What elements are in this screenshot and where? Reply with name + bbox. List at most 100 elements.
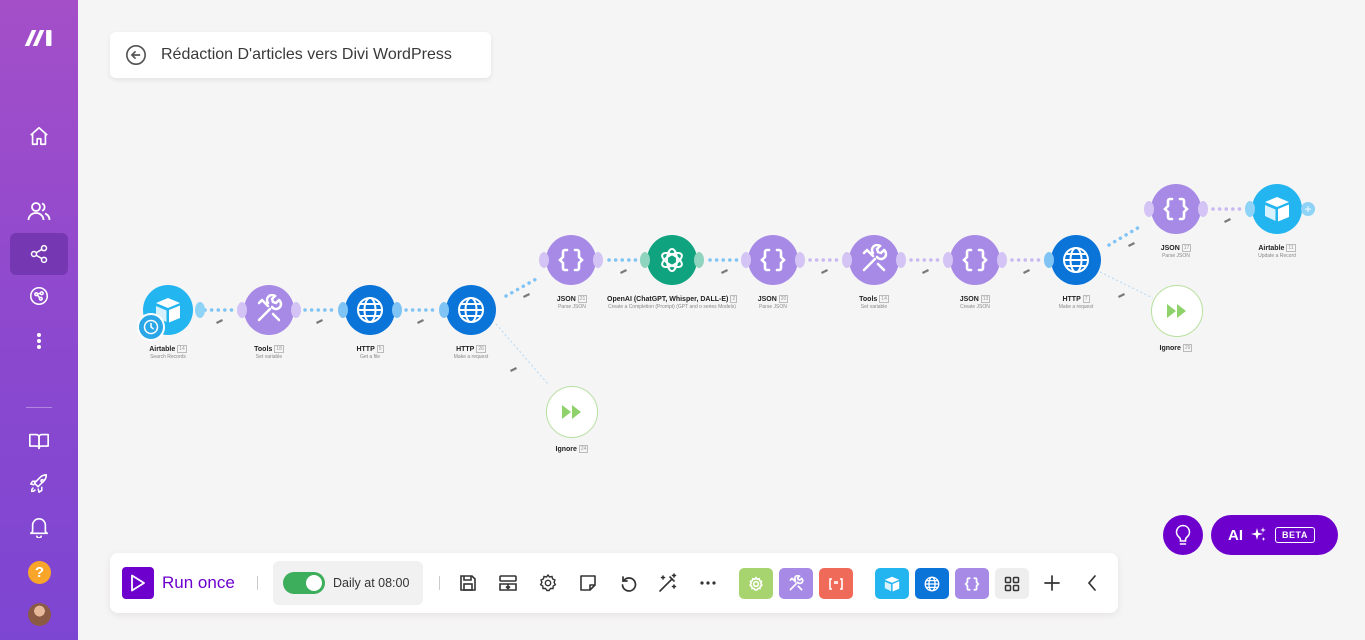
filter-wrench-icon	[1224, 218, 1231, 223]
airtable-icon	[884, 576, 900, 591]
connection	[504, 276, 540, 298]
schedule-toggle[interactable]	[283, 572, 325, 594]
json-braces-icon	[1163, 197, 1189, 221]
module-json-parse[interactable]	[1144, 184, 1208, 234]
text-parser-icon	[829, 577, 843, 590]
export-icon[interactable]	[496, 571, 520, 595]
hints-button[interactable]	[1163, 515, 1203, 555]
module-action: Parse JSON	[1162, 253, 1190, 259]
module-label: OpenAI (ChatGPT, Whisper, DALL-E)2	[607, 295, 738, 303]
json-braces-icon	[962, 248, 988, 272]
undo-icon[interactable]	[616, 571, 640, 595]
filter-wrench-icon	[1128, 242, 1135, 247]
tools-icon	[257, 294, 283, 322]
save-icon[interactable]	[456, 571, 480, 595]
filter-wrench-icon	[620, 269, 627, 274]
more-vertical-icon[interactable]	[23, 325, 55, 357]
json-braces-icon	[760, 248, 786, 272]
module-action: Get a file	[359, 354, 380, 360]
module-action: Parse JSON	[759, 304, 787, 310]
airtable-icon	[1265, 197, 1289, 222]
connections-layer	[203, 207, 1248, 385]
module-action: Search Records	[150, 354, 186, 360]
home-icon[interactable]	[23, 120, 55, 152]
json-tile[interactable]	[955, 568, 989, 599]
settings-icon[interactable]	[536, 571, 560, 595]
tools-tile[interactable]	[739, 568, 773, 599]
filter-wrench-icon	[1118, 293, 1125, 298]
schedule-control[interactable]: Daily at 08:00	[273, 561, 423, 605]
ignore-icon	[1167, 304, 1186, 318]
airtable-tile[interactable]	[875, 568, 909, 599]
run-once-button[interactable]	[122, 567, 154, 599]
module-json-parse[interactable]	[741, 235, 805, 285]
add-icon[interactable]	[1040, 571, 1064, 595]
module-json-parse[interactable]	[539, 235, 603, 285]
filter-connection	[1099, 271, 1154, 299]
auto-align-icon[interactable]	[656, 571, 680, 595]
schedule-clock-icon[interactable]	[137, 313, 165, 341]
sidebar: ?	[0, 0, 78, 640]
notes-icon[interactable]	[576, 571, 600, 595]
ignore-icon	[562, 405, 581, 419]
openai-icon	[661, 248, 683, 272]
ai-assistant-button[interactable]: AI BETA	[1211, 515, 1338, 555]
play-icon	[131, 574, 145, 592]
module-http-get-file[interactable]	[338, 285, 402, 335]
bell-icon[interactable]	[23, 511, 55, 543]
make-logo-icon[interactable]	[23, 22, 55, 54]
toolbar-divider	[257, 576, 258, 590]
text-parser-tile[interactable]	[819, 568, 853, 599]
json-braces-icon	[558, 248, 584, 272]
ai-label: AI	[1228, 526, 1243, 544]
module-ignore[interactable]	[1151, 285, 1203, 337]
filter-wrench-icon	[1023, 269, 1030, 274]
module-action: Make a request	[453, 354, 489, 360]
module-json-create[interactable]	[943, 235, 1007, 285]
share-nodes-icon[interactable]	[23, 238, 55, 270]
http-tile[interactable]	[915, 568, 949, 599]
book-icon[interactable]	[23, 425, 55, 457]
module-action: Parse JSON	[558, 304, 586, 310]
module-action: Set variable	[860, 304, 888, 310]
module-http-make-request[interactable]	[439, 285, 496, 335]
avatar[interactable]	[28, 603, 51, 626]
globe-icon	[924, 576, 940, 591]
module-airtable-search[interactable]	[137, 285, 205, 341]
users-icon[interactable]	[23, 195, 55, 227]
run-once-label[interactable]: Run once	[162, 573, 235, 592]
toolbar-divider	[439, 576, 440, 590]
chevron-left-icon[interactable]	[1080, 571, 1104, 595]
module-action: Make a request	[1058, 304, 1094, 310]
module-openai-completion[interactable]	[640, 235, 704, 285]
module-airtable-update[interactable]: +	[1245, 184, 1315, 234]
module-ignore[interactable]	[546, 386, 598, 438]
module-tools-set-variable[interactable]	[842, 235, 906, 285]
module-tools-set-variable[interactable]	[237, 285, 301, 335]
filter-wrench-icon	[216, 319, 223, 324]
rocket-icon[interactable]	[23, 468, 55, 500]
more-apps-tile[interactable]	[995, 568, 1029, 599]
help-button[interactable]: ?	[28, 561, 51, 584]
module-http-make-request[interactable]	[1044, 235, 1101, 285]
scenario-title[interactable]: Rédaction D'articles vers Divi WordPress	[161, 46, 452, 63]
schedule-label[interactable]: Daily at 08:00	[333, 576, 410, 590]
add-module-icon[interactable]: +	[1301, 202, 1315, 216]
module-action: Set variable	[255, 354, 283, 360]
filter-wrench-icon	[417, 319, 424, 324]
module-action: Create JSON	[960, 304, 990, 310]
more-horizontal-icon[interactable]	[696, 571, 720, 595]
back-arrow-icon[interactable]	[124, 43, 148, 67]
puzzle-icon[interactable]	[23, 280, 55, 312]
flow-control-tile[interactable]	[779, 568, 813, 599]
